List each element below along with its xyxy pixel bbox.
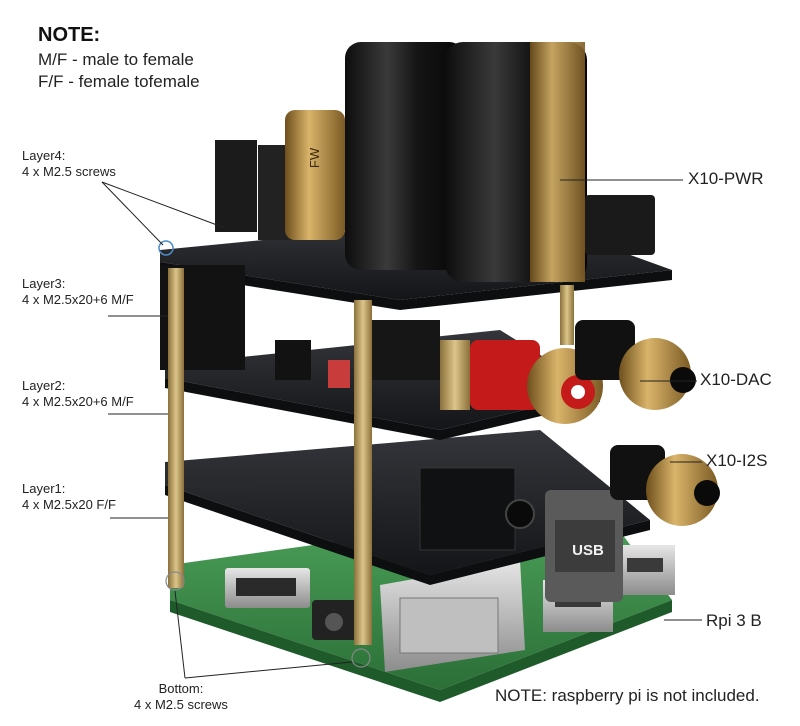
- leader-layer4-a: [101, 181, 164, 246]
- layer1-pcb: [165, 430, 650, 575]
- layer3-layer4-board: FW: [160, 42, 672, 370]
- layer1-name: Layer1:: [22, 481, 66, 496]
- x10-dac-label: X10-DAC: [700, 370, 772, 389]
- bottom-name: Bottom:: [158, 681, 204, 696]
- rca-black-i2s-ring: [646, 454, 718, 526]
- rca-black-dac-ring: [619, 338, 691, 410]
- note-line-mf: M/F - male to female: [38, 50, 194, 69]
- standoff-mid: [440, 340, 470, 410]
- leader-lines: [101, 179, 702, 679]
- leader-bottom-a: [174, 590, 186, 679]
- optical-connector: [419, 467, 516, 551]
- rca-black-dac-body: [575, 320, 635, 380]
- layer4-name: Layer4:: [22, 148, 66, 163]
- x10-i2s-label: X10-I2S: [706, 451, 768, 470]
- bottom-spec: 4 x M2.5 screws: [134, 697, 228, 712]
- rca-red-body: [470, 340, 540, 410]
- layer4-label: Layer4: 4 x M2.5 screws: [22, 148, 116, 180]
- note-line-ff: F/F - female tofemale: [38, 72, 200, 91]
- usb-badge: USB: [572, 542, 604, 559]
- rpi-label: Rpi 3 B: [706, 611, 762, 630]
- layer1-board: [165, 430, 650, 602]
- regulator: [215, 140, 257, 232]
- layer2-label: Layer2: 4 x M2.5x20+6 M/F: [22, 378, 134, 410]
- screw-marker-bottom-left: [165, 571, 185, 591]
- leader-bottom-b: [184, 661, 353, 679]
- rca-jacks: [470, 320, 720, 526]
- dip-switch: [328, 360, 350, 388]
- capacitor-mark: FW: [307, 147, 322, 168]
- capacitor-left: [345, 42, 465, 270]
- leader-layer4-b: [101, 181, 226, 229]
- x10-pwr-label: X10-PWR: [688, 169, 764, 188]
- layer2-spec: 4 x M2.5x20+6 M/F: [22, 394, 134, 409]
- layer4-spec: 4 x M2.5 screws: [22, 164, 116, 179]
- standoff-center: [354, 300, 372, 645]
- layer3-name: Layer3:: [22, 276, 66, 291]
- layer1-spec: 4 x M2.5x20 F/F: [22, 497, 116, 512]
- standoff-left: [168, 268, 184, 588]
- note-title: NOTE:: [38, 24, 101, 46]
- layer2-name: Layer2:: [22, 378, 66, 393]
- bottom-label: Bottom: 4 x M2.5 screws: [134, 681, 228, 713]
- dac-chip: [275, 340, 311, 380]
- small-capacitor: [285, 110, 345, 240]
- layer3-label: Layer3: 4 x M2.5x20+6 M/F: [22, 276, 134, 308]
- screw-marker-top: [158, 240, 174, 256]
- standoffs: [168, 268, 574, 645]
- layer3-spec: 4 x M2.5x20+6 M/F: [22, 292, 134, 307]
- capacitor-sleeve: [530, 42, 585, 282]
- screw-marker-bottom-center: [351, 648, 371, 668]
- standoff-right: [560, 285, 574, 345]
- layer1-label: Layer1: 4 x M2.5x20 F/F: [22, 481, 116, 513]
- pwr-transistor: [585, 195, 655, 255]
- footnote: NOTE: raspberry pi is not included.: [495, 686, 760, 705]
